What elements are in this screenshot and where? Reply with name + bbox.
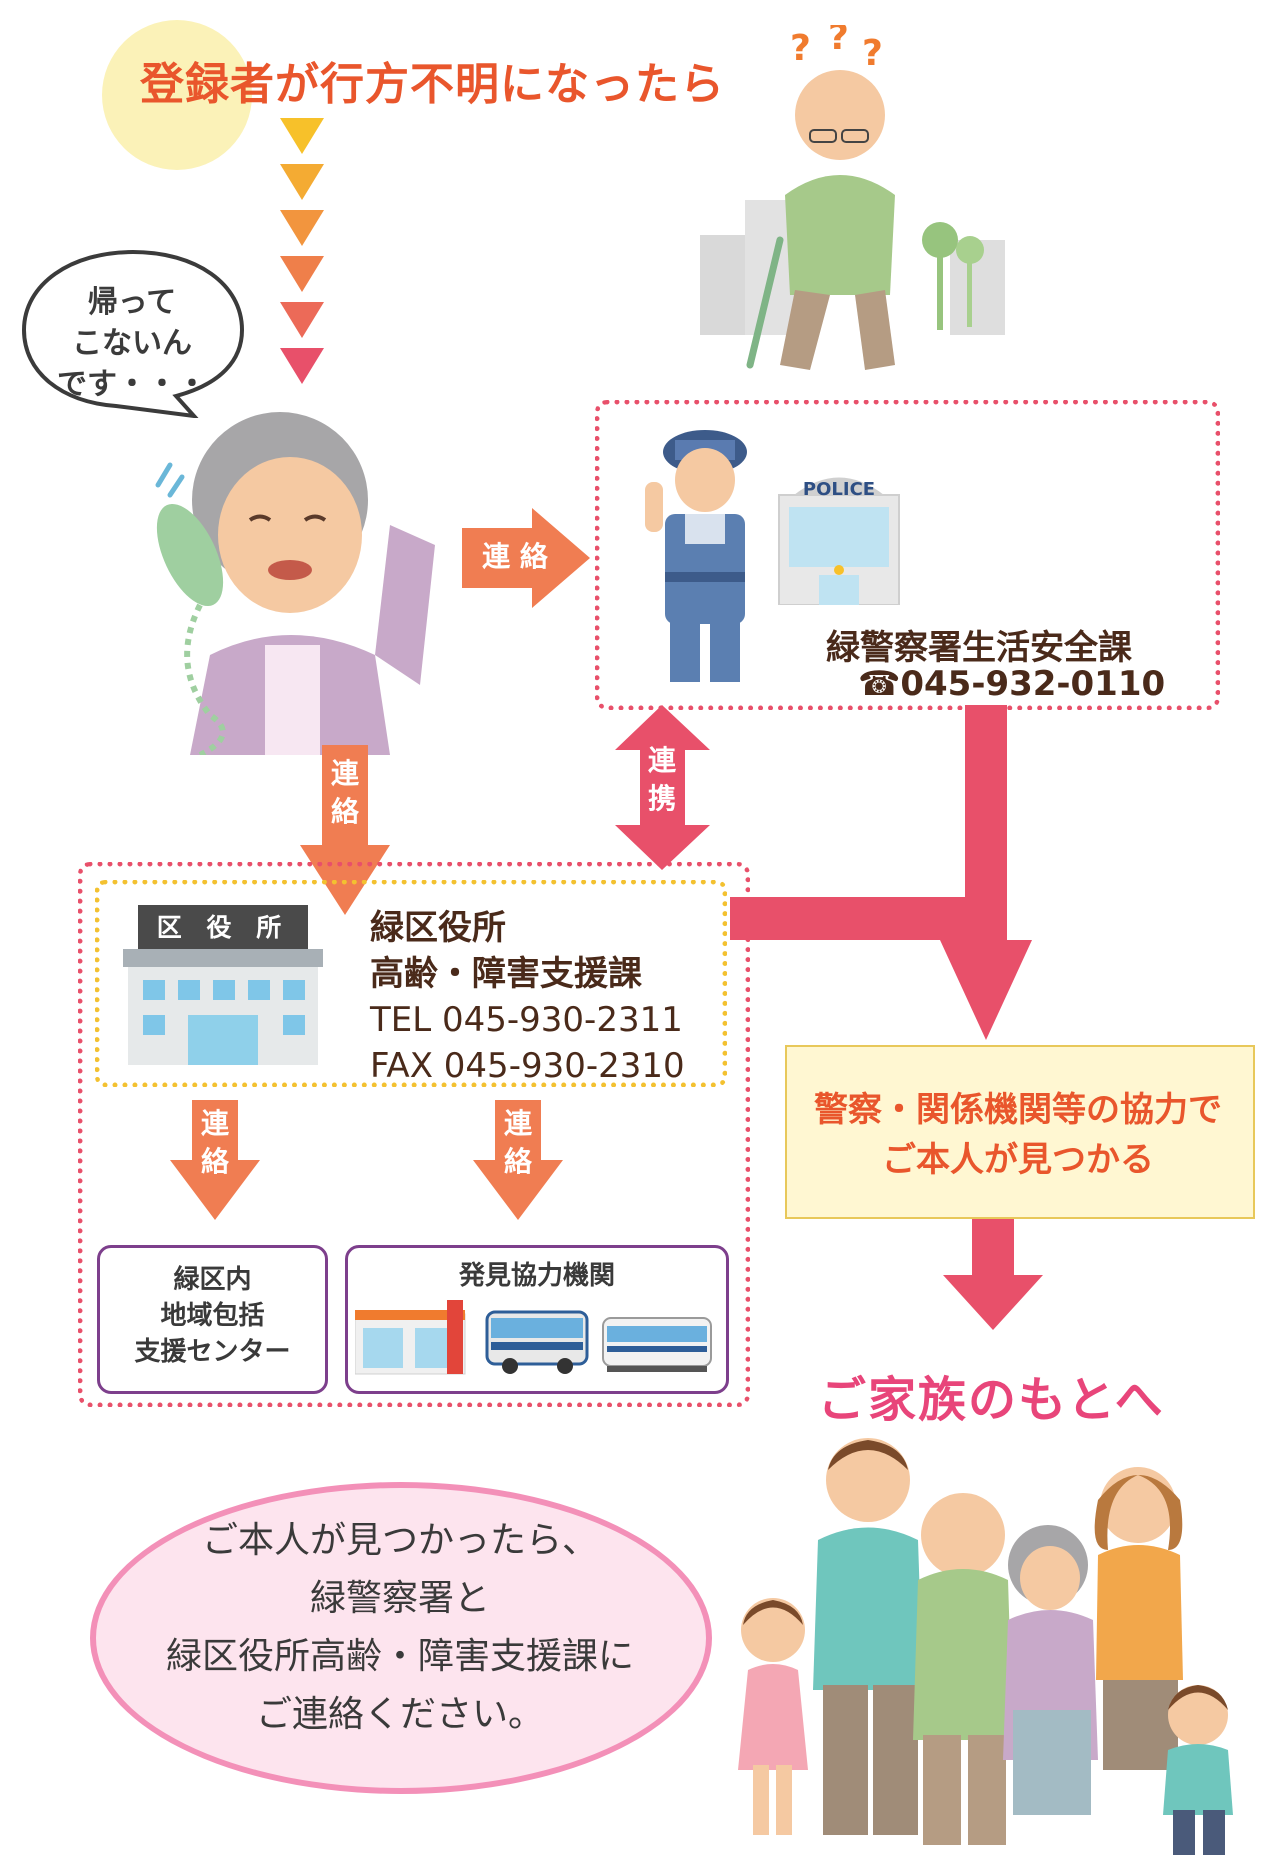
note-line: 緑警察署と [309, 1578, 490, 1619]
office-inner-panel [95, 880, 727, 1087]
police-tel: ☎045-932-0110 [858, 664, 1165, 704]
result-line: ご本人が見つかる [882, 1140, 1154, 1180]
note-line: 緑区役所高齢・障害支援課に [165, 1636, 634, 1677]
cascade-triangle [280, 164, 324, 200]
result-text: 警察・関係機関等の協力で ご本人が見つかる [785, 1085, 1251, 1185]
arrow-label-to-center: 連 絡 [190, 1105, 240, 1181]
cane-shape [746, 236, 784, 369]
arrow-label-to-office: 連 絡 [320, 755, 370, 831]
lost-elderly-man-illustration: ? ? ? [700, 25, 1005, 370]
bubble-line: です・・・ [57, 367, 207, 402]
worried-elderly-woman-illustration [155, 412, 435, 755]
arrow-label-char: 連 [200, 1107, 229, 1140]
arrow-label-char: 携 [647, 782, 676, 815]
result-line: 警察・関係機関等の協力で [814, 1090, 1222, 1130]
arrow-to-police [462, 508, 590, 608]
ward-office-building-illustration: 区 役 所 [123, 905, 323, 1065]
cascade-triangle [280, 210, 324, 246]
partners-illustrations [355, 1300, 712, 1375]
bubble-line: こないん [72, 326, 192, 361]
police-tel-number: 045-932-0110 [900, 664, 1166, 704]
police-officer-illustration [645, 430, 747, 682]
arrow-to-office [300, 745, 390, 915]
note-line: ご本人が見つかったら、 [201, 1520, 598, 1561]
page-title: 登録者が行方不明になったら [140, 59, 725, 110]
support-center-line: 緑区内 [173, 1265, 252, 1295]
police-department-name: 緑警察署生活安全課 [826, 628, 1132, 668]
ward-office-department: 高齢・障害支援課 [370, 954, 642, 994]
arrow-label-char: 連 [503, 1107, 532, 1140]
cascade-triangle [280, 256, 324, 292]
cascade-arrows [280, 118, 324, 384]
support-center-box [97, 1245, 328, 1394]
title-highlight-circle [102, 20, 252, 170]
support-center-line: 支援センター [134, 1337, 291, 1367]
sweater-shape [785, 175, 895, 295]
support-center-line: 地域包括 [160, 1301, 265, 1331]
arrow-label-char: 絡 [503, 1145, 532, 1178]
cascade-triangle [280, 302, 324, 338]
ward-office-info: 緑区役所 高齢・障害支援課 TEL 045-930-2311 FAX 045-9… [370, 905, 685, 1089]
police-station-illustration: POLICE [778, 477, 900, 605]
head-shape [795, 70, 885, 160]
arrow-cooperation [615, 705, 710, 870]
phone-icon: ☎ [858, 664, 901, 704]
boy-figure [1163, 1685, 1233, 1855]
train-icon [602, 1317, 712, 1372]
ward-office-tel: TEL 045-930-2311 [370, 1000, 683, 1040]
arrow-to-center [170, 1100, 260, 1220]
arrow-label-to-police: 連 絡 [482, 540, 548, 573]
mother-figure [1094, 1467, 1183, 1770]
ward-office-name: 緑区役所 [370, 908, 506, 948]
police-panel [595, 400, 1220, 710]
arrow-to-partners [473, 1100, 563, 1220]
phone-handset-shape [156, 503, 224, 607]
arrow-label-cooperation: 連 携 [637, 742, 687, 818]
svg-text:?: ? [828, 25, 849, 58]
bus-icon [485, 1310, 589, 1374]
result-box [785, 1045, 1255, 1219]
ward-office-fax: FAX 045-930-2310 [370, 1046, 685, 1086]
ward-office-sign-text: 区 役 所 [157, 913, 289, 942]
speech-bubble-text: 帰って こないん です・・・ [52, 282, 212, 405]
tree-shape [922, 222, 958, 258]
arrow-label-to-partners: 連 絡 [493, 1105, 543, 1181]
tree-shape [956, 236, 984, 264]
grandmother-figure [1003, 1525, 1098, 1815]
police-sign-text: POLICE [803, 479, 875, 500]
father-figure [813, 1438, 923, 1835]
arrow-to-family [943, 1215, 1043, 1330]
arrow-label-char: 絡 [330, 795, 359, 828]
cascade-triangle [280, 118, 324, 154]
office-panel [78, 862, 750, 1407]
family-illustration [738, 1438, 1233, 1855]
arrow-label-char: 連 [647, 744, 676, 777]
note-line: ご連絡ください。 [255, 1694, 544, 1735]
arrow-label-char: 連 [330, 757, 359, 790]
contact-request-text: ご本人が見つかったら、 緑警察署と 緑区役所高齢・障害支援課に ご連絡ください。 [100, 1512, 700, 1744]
arrow-label-char: 絡 [200, 1145, 229, 1178]
face-shape [218, 457, 362, 613]
svg-text:?: ? [862, 33, 883, 74]
return-to-family-text: ご家族のもとへ [818, 1372, 1165, 1428]
contact-request-oval [90, 1482, 712, 1794]
grandfather-figure [913, 1493, 1013, 1845]
speech-bubble [21, 249, 245, 418]
post-box-icon [447, 1300, 463, 1374]
girl-figure [738, 1598, 808, 1835]
flow-lines [730, 705, 1032, 1040]
cascade-triangle [280, 348, 324, 384]
support-center-text: 緑区内 地域包括 支援センター [97, 1262, 328, 1370]
bubble-line: 帰って [87, 285, 177, 320]
svg-text:?: ? [790, 28, 811, 69]
discovery-partners-title: 発見協力機関 [458, 1261, 615, 1291]
